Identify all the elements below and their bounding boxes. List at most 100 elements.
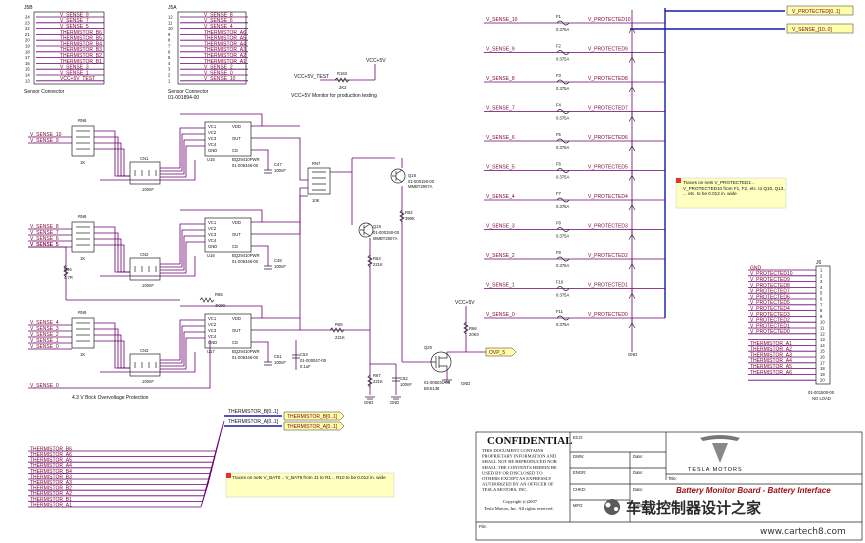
r63-ref: R63 <box>373 256 381 261</box>
fuse-ref: F3 <box>556 73 562 78</box>
ic-part: BQ29410PWR <box>232 349 259 354</box>
cn-ref: CN1 <box>140 156 149 161</box>
pin-number: 14 <box>25 73 30 78</box>
svg-text:Date:: Date: <box>633 503 643 508</box>
j6-net: V_PROTECTED0 <box>750 329 790 335</box>
fuse-input: V_SENSE_8 <box>486 76 515 82</box>
rn-val: 1K <box>80 160 85 165</box>
thermistor-net: THERMISTOR_B1 <box>30 497 72 503</box>
ic-part: BQ29410PWR <box>232 157 259 162</box>
j6-net: V_PROTECTED4 <box>750 306 790 312</box>
cn-ref: CN2 <box>140 252 149 257</box>
fuse-value: 0.375A <box>556 175 569 180</box>
net-label: THERMISTOR_A5 <box>204 36 246 42</box>
j6-pin: 1 <box>820 268 823 273</box>
net-label: V_SENSE_8 <box>204 12 233 18</box>
j6-caption: NO LOAD <box>812 396 831 401</box>
thermistor-net: THERMISTOR_A3 <box>30 480 72 486</box>
ic-pin: VC2 <box>208 130 217 135</box>
tesla-logo <box>700 435 740 441</box>
ovp-vcc: VCC+5V <box>455 300 475 306</box>
c53-pn: 01-000047-00 <box>300 358 327 363</box>
watermark: 车载控制器设计之家 www.cartech8.com <box>604 499 846 537</box>
title-block: CONFIDENTIAL THIS DOCUMENT CONTAINSPROPR… <box>475 431 863 541</box>
ic-blocks: RN61KV_SENSE_10V_SENSE_9CN1100nFVC1VC2VC… <box>28 113 308 389</box>
fuse-input: V_SENSE_7 <box>486 106 515 112</box>
fuse-input: V_SENSE_9 <box>486 47 515 53</box>
svg-text:GND: GND <box>461 381 470 386</box>
vsense-5-label: V_SENSE_5 <box>30 242 59 248</box>
r62-ref: R62 <box>405 210 413 215</box>
net-label: V_SENSE_10 <box>204 76 236 82</box>
pin-number: 22 <box>25 26 30 31</box>
fuse-value: 0.375A <box>556 263 569 268</box>
net-label: V_SENSE_6 <box>204 18 233 24</box>
board-title: Battery Monitor Board - Battery Interfac… <box>676 486 831 495</box>
ic-part: BQ29410PWR <box>232 253 259 258</box>
j5b-ref: J5B <box>24 5 33 11</box>
fuse-ref: F10 <box>556 280 564 285</box>
thermistor-net: THERMISTOR_A4 <box>30 463 72 469</box>
j5a-title: Sensor Connector <box>168 89 209 95</box>
j6-net: V_PROTECTED7 <box>750 289 790 295</box>
ic-pin: VC1 <box>208 220 217 225</box>
j6-pin: 12 <box>820 331 825 336</box>
net-label: V_SENSE_5 <box>60 24 89 30</box>
fuse-value: 0.375A <box>556 234 569 239</box>
fuse-value: 0.375A <box>556 322 569 327</box>
therm-a-label: THERMISTOR_A[0..1] <box>287 424 338 430</box>
j5a-part: 01-001894-00 <box>168 95 199 101</box>
pin-number: 18 <box>25 49 30 54</box>
ic-input: V_SENSE_0 <box>30 344 59 350</box>
j6-net: V_PROTECTED10 <box>750 271 793 277</box>
j6-pin: 11 <box>820 326 825 331</box>
j6-pin: 15 <box>820 349 825 354</box>
j5b-body <box>33 11 105 85</box>
j6-pin: 17 <box>820 360 825 365</box>
pin-number: 11 <box>168 20 173 25</box>
pin-number: 3 <box>168 67 171 72</box>
pin-number: 23 <box>25 20 30 25</box>
pin-number: 17 <box>25 55 30 60</box>
thermistor-net: THERMISTOR_B4 <box>30 469 72 475</box>
thermistor-net: THERMISTOR_A5 <box>30 458 72 464</box>
j6-pin: 5 <box>820 291 823 296</box>
net-label: V_SENSE_2 <box>204 65 233 71</box>
q20-part: BSS138 <box>424 386 440 391</box>
monitor-value: 2K2 <box>339 85 347 90</box>
ic-pin: GND <box>208 340 217 345</box>
thermistor-net: THERMISTOR_A1 <box>30 502 72 508</box>
fuse-output: V_PROTECTED5 <box>588 165 628 171</box>
ic-input: V_SENSE_3 <box>30 326 59 332</box>
fuse-output: V_PROTECTED2 <box>588 253 628 259</box>
bus-sense-label: V_SENSE_[10..0] <box>792 27 832 33</box>
ic-cap-val: 100nF <box>274 168 286 173</box>
j6-net: V_PROTECTED3 <box>750 312 790 318</box>
ic-cap: C51 <box>274 354 282 359</box>
r46-ref: R46 <box>64 267 72 272</box>
fuse-output: V_PROTECTED3 <box>588 224 628 230</box>
j6-pin: 19 <box>820 372 825 377</box>
ic-cap: C48 <box>274 258 282 263</box>
confidential-line: THIS DOCUMENT CONTAINS <box>482 448 544 453</box>
pin-number: 10 <box>168 26 173 31</box>
fuse-ref: F1 <box>556 14 562 19</box>
pin-number: 24 <box>25 15 30 20</box>
j6-net: V_PROTECTED1 <box>750 323 790 329</box>
protected-bus: V_PROTECTED[0..1] V_SENSE_[10..0] GND <box>628 5 854 357</box>
cn-val: 100nF <box>142 379 154 384</box>
confidential-line: USED BY OR DISCLOSED TO <box>482 470 543 475</box>
net-label: V_SENSE_1 <box>60 70 89 76</box>
fuse-input: V_SENSE_2 <box>486 253 515 259</box>
q19-ref: Q19 <box>373 224 382 229</box>
tb-engr: ENGR: <box>573 470 586 475</box>
ovp-section: R46 4.7R RN7 10K Q18 01-000150-00 MMBT29… <box>63 157 517 405</box>
monitor-test: VCC+5V_TEST <box>294 74 329 80</box>
j6-net: THERMISTOR_A5 <box>750 364 792 370</box>
svg-text:Date:: Date: <box>633 487 643 492</box>
ic-u15: RN61KV_SENSE_10V_SENSE_9CN1100nFVC1VC2VC… <box>28 113 308 192</box>
monitor-vcc: VCC+5V <box>366 58 386 64</box>
ic-pn: 01-005346-00 <box>232 355 259 360</box>
